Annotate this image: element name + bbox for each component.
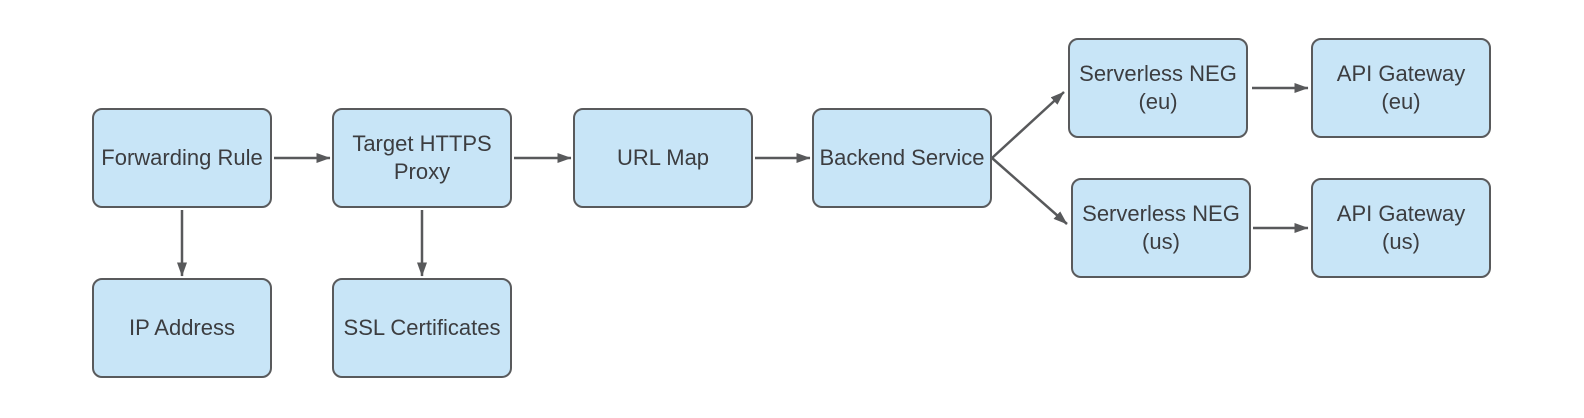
edge-backend-service-to-serverless-neg-us bbox=[991, 157, 1068, 225]
node-serverless-neg-us: Serverless NEG (us) bbox=[1071, 178, 1251, 278]
node-api-gateway-us-label: API Gateway (us) bbox=[1336, 201, 1466, 254]
node-api-gateway-eu: API Gateway (eu) bbox=[1311, 38, 1491, 138]
node-backend-service-label: Backend Service bbox=[819, 145, 985, 170]
node-target-https-proxy-label: Target HTTPS Proxy bbox=[352, 131, 492, 184]
node-forwarding-rule: Forwarding Rule bbox=[92, 108, 272, 208]
node-backend-service: Backend Service bbox=[812, 108, 992, 208]
node-ssl-certificates: SSL Certificates bbox=[332, 278, 512, 378]
node-serverless-neg-eu-label: Serverless NEG (eu) bbox=[1079, 61, 1237, 114]
node-ip-address: IP Address bbox=[92, 278, 272, 378]
node-forwarding-rule-label: Forwarding Rule bbox=[101, 145, 263, 170]
node-api-gateway-eu-label: API Gateway (eu) bbox=[1336, 61, 1466, 114]
node-ip-address-label: IP Address bbox=[129, 315, 235, 340]
node-api-gateway-us: API Gateway (us) bbox=[1311, 178, 1491, 278]
node-url-map: URL Map bbox=[573, 108, 753, 208]
edge-backend-service-to-serverless-neg-eu bbox=[991, 91, 1065, 159]
node-target-https-proxy: Target HTTPS Proxy bbox=[332, 108, 512, 208]
node-serverless-neg-us-label: Serverless NEG (us) bbox=[1082, 201, 1240, 254]
node-ssl-certificates-label: SSL Certificates bbox=[343, 315, 501, 340]
node-url-map-label: URL Map bbox=[616, 145, 710, 170]
node-serverless-neg-eu: Serverless NEG (eu) bbox=[1068, 38, 1248, 138]
